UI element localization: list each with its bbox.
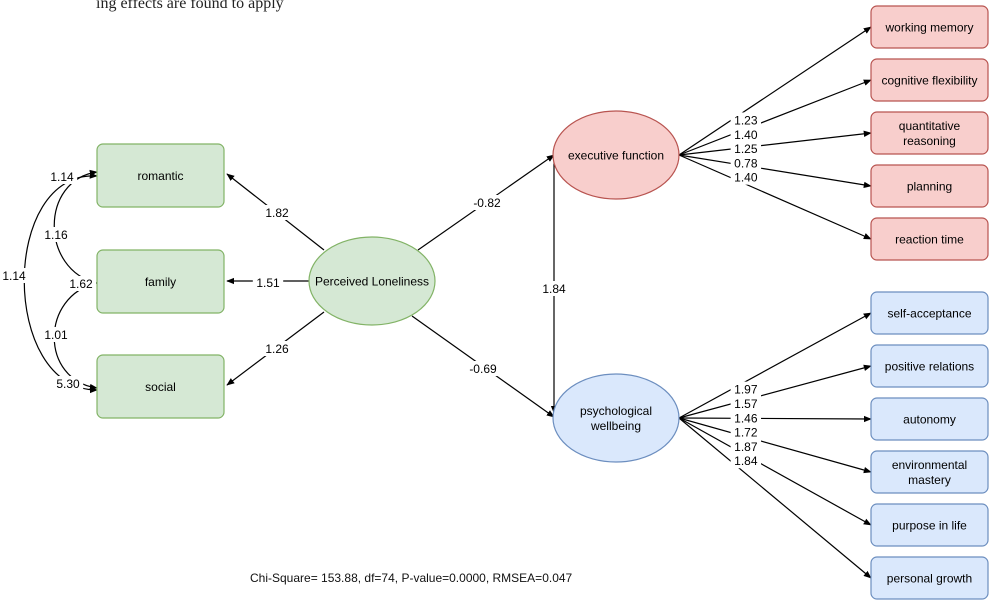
indicator-executive-3: planning <box>870 164 989 208</box>
svg-text:quantitative: quantitative <box>899 119 961 133</box>
executive-loading-label-2: 1.25 <box>730 141 762 157</box>
svg-text:Perceived Loneliness: Perceived Loneliness <box>315 274 429 288</box>
svg-text:social: social <box>145 380 176 394</box>
residual-label-family: 1.62 <box>65 276 97 291</box>
executive-path-1 <box>678 79 872 156</box>
svg-text:1.62: 1.62 <box>69 277 93 291</box>
svg-text:1.72: 1.72 <box>734 426 758 440</box>
indicator-social: social <box>96 354 225 419</box>
residual-label-social: 5.30 <box>52 376 84 391</box>
svg-text:1.14: 1.14 <box>2 269 26 283</box>
svg-text:self-acceptance: self-acceptance <box>887 306 971 320</box>
svg-text:positive relations: positive relations <box>885 359 974 373</box>
svg-text:environmental: environmental <box>892 458 967 472</box>
wellbeing-loading-label-5: 1.84 <box>730 453 762 469</box>
indicator-romantic: romantic <box>96 143 225 208</box>
path-label-loneliness-wellbeing: -0.69 <box>464 361 502 376</box>
wellbeing-path-5 <box>678 417 872 579</box>
svg-text:1.51: 1.51 <box>256 276 280 290</box>
wellbeing-loading-label-0: 1.97 <box>730 381 762 397</box>
latent-executive-function: executive function <box>552 110 680 200</box>
svg-text:1.87: 1.87 <box>734 440 758 454</box>
latent-perceived-loneliness: Perceived Loneliness <box>308 236 436 326</box>
svg-text:-0.69: -0.69 <box>469 362 497 376</box>
svg-text:-0.82: -0.82 <box>473 196 501 210</box>
svg-text:1.84: 1.84 <box>542 282 566 296</box>
covariance-romantic-family <box>53 169 98 285</box>
svg-text:family: family <box>145 275 176 289</box>
wellbeing-path-0 <box>678 312 872 419</box>
covariance-label-romantic-social: 1.14 <box>0 268 30 283</box>
indicator-wellbeing-0: self-acceptance <box>870 291 989 335</box>
svg-text:wellbeing: wellbeing <box>590 419 641 433</box>
executive-loading-label-1: 1.40 <box>730 126 762 142</box>
covariance-label-family-social: 1.01 <box>40 327 72 342</box>
svg-text:1.40: 1.40 <box>734 171 758 185</box>
svg-text:planning: planning <box>907 179 952 193</box>
wellbeing-path-4 <box>678 417 872 526</box>
svg-text:cognitive flexibility: cognitive flexibility <box>881 73 977 87</box>
svg-text:1.57: 1.57 <box>734 397 758 411</box>
executive-path-3 <box>678 154 872 189</box>
wellbeing-path-3 <box>678 417 872 474</box>
svg-text:1.97: 1.97 <box>734 383 758 397</box>
indicator-wellbeing-4: purpose in life <box>870 503 989 547</box>
svg-text:1.25: 1.25 <box>734 142 758 156</box>
wellbeing-loading-label-4: 1.87 <box>730 438 762 454</box>
svg-text:working memory: working memory <box>884 20 973 34</box>
svg-text:mastery: mastery <box>908 473 951 487</box>
executive-loading-label-0: 1.23 <box>730 112 762 128</box>
indicator-wellbeing-5: personal growth <box>870 556 989 600</box>
svg-text:personal growth: personal growth <box>887 571 972 585</box>
svg-text:reaction time: reaction time <box>895 232 964 246</box>
wellbeing-loading-label-2: 1.46 <box>730 410 762 426</box>
svg-text:1.26: 1.26 <box>265 342 289 356</box>
executive-path-2 <box>678 130 872 156</box>
wellbeing-loading-label-3: 1.72 <box>730 424 762 440</box>
svg-text:psychological: psychological <box>580 404 652 418</box>
indicator-wellbeing-1: positive relations <box>870 344 989 388</box>
svg-text:1.14: 1.14 <box>50 170 74 184</box>
fit-statistics: Chi-Square= 153.88, df=74, P-value=0.000… <box>250 571 573 585</box>
wellbeing-path-1 <box>678 364 872 419</box>
wellbeing-loading-label-1: 1.57 <box>730 395 762 411</box>
svg-text:1.82: 1.82 <box>265 206 289 220</box>
svg-text:0.78: 0.78 <box>734 156 758 170</box>
svg-text:romantic: romantic <box>137 169 183 183</box>
executive-path-0 <box>678 26 872 156</box>
svg-text:1.23: 1.23 <box>734 113 758 127</box>
svg-text:1.84: 1.84 <box>734 454 758 468</box>
path-label-executive-wellbeing: 1.84 <box>538 281 570 296</box>
indicator-executive-1: cognitive flexibility <box>870 58 989 102</box>
executive-loading-label-4: 1.40 <box>730 169 762 185</box>
svg-text:1.46: 1.46 <box>734 411 758 425</box>
svg-text:purpose in life: purpose in life <box>892 518 967 532</box>
indicator-executive-0: working memory <box>870 5 989 49</box>
path-label-loneliness-executive: -0.82 <box>468 195 506 210</box>
top-caption: ing effects are found to apply <box>96 0 284 12</box>
svg-text:reasoning: reasoning <box>903 134 956 148</box>
svg-text:5.30: 5.30 <box>56 377 80 391</box>
indicator-executive-4: reaction time <box>870 217 989 261</box>
residual-label-romantic: 1.14 <box>46 169 78 184</box>
loading-label-romantic: 1.82 <box>261 205 293 220</box>
svg-text:executive function: executive function <box>568 148 664 162</box>
loading-label-social: 1.26 <box>261 341 293 356</box>
indicator-wellbeing-2: autonomy <box>870 397 989 441</box>
svg-text:autonomy: autonomy <box>903 412 956 426</box>
svg-text:1.01: 1.01 <box>44 328 68 342</box>
wellbeing-path-2 <box>678 415 872 423</box>
executive-path-4 <box>678 154 872 240</box>
executive-loading-label-3: 0.78 <box>730 155 762 171</box>
loading-label-family: 1.51 <box>252 275 284 290</box>
covariance-label-romantic-family: 1.16 <box>40 227 72 242</box>
svg-text:1.40: 1.40 <box>734 128 758 142</box>
indicator-family: family <box>96 249 225 314</box>
svg-text:1.16: 1.16 <box>44 228 68 242</box>
